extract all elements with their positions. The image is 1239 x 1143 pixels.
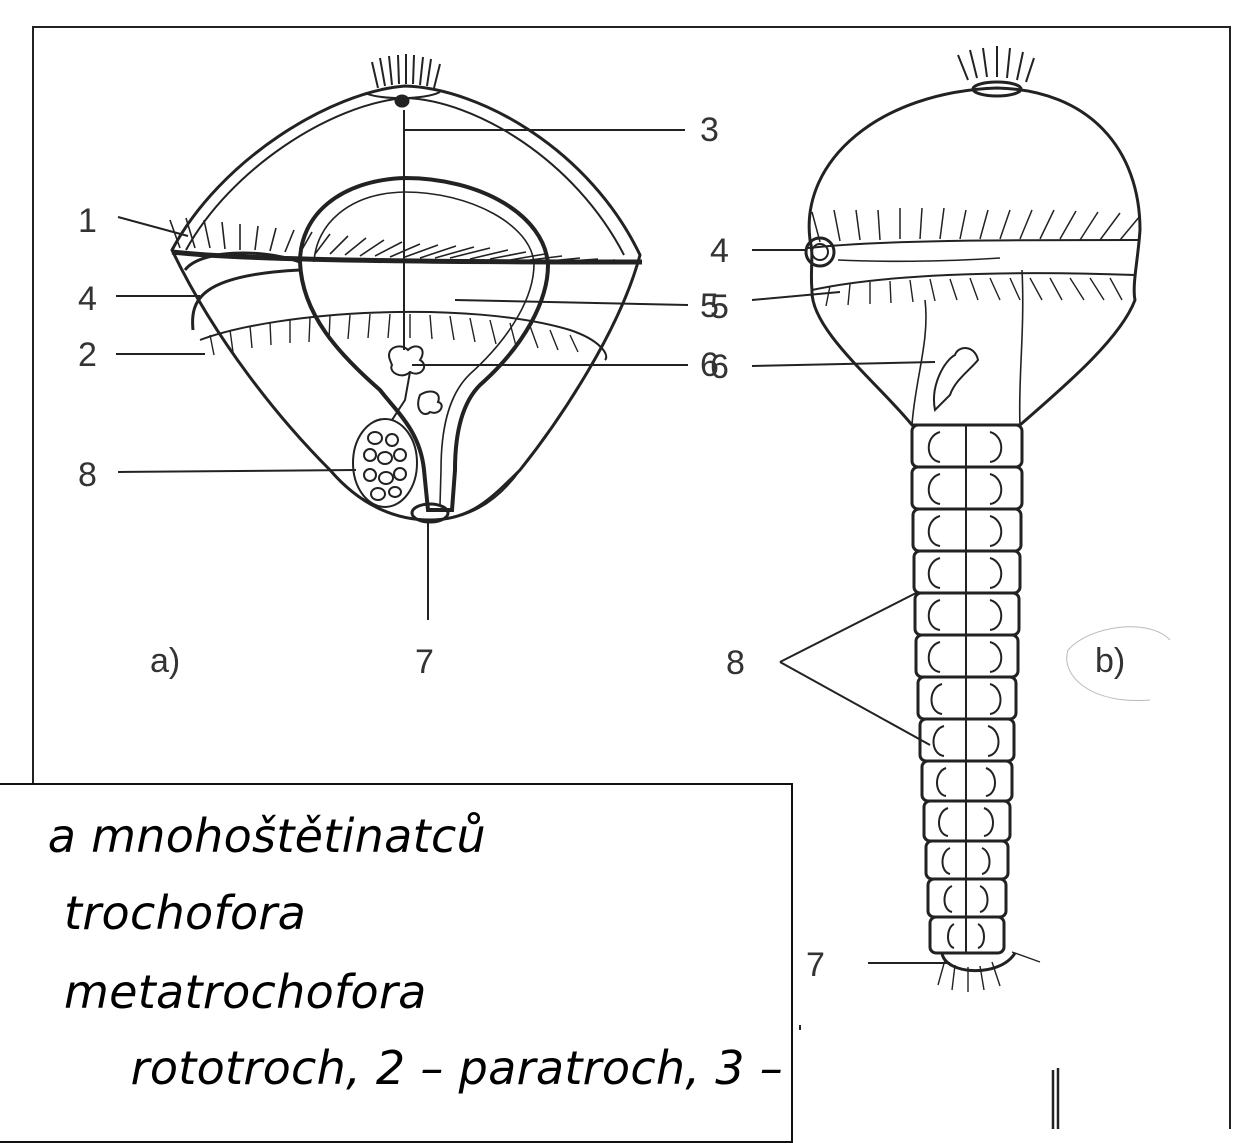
caption-line-2: trochofora (64, 886, 306, 940)
apical-tuft-b (958, 46, 1034, 82)
trochophore-drawing (170, 54, 642, 522)
caption-line-1: a mnohoštětinatců (48, 809, 486, 863)
label-a-8: 8 (78, 456, 97, 494)
label-a-4: 4 (78, 280, 97, 318)
label-a-7: 7 (415, 643, 434, 681)
label-a-2: 2 (78, 336, 97, 374)
label-b-4: 4 (710, 232, 729, 270)
label-a-1: 1 (78, 202, 97, 240)
mesoteloblast-cells-a (353, 419, 417, 507)
label-b-7: 7 (806, 946, 825, 984)
panel-a-tag: a) (150, 642, 180, 680)
stomach-a (300, 178, 548, 510)
segment-cells-b (929, 425, 1002, 953)
paratroch-cilia-b (826, 278, 1122, 306)
prototroch-cilia-b (812, 208, 1140, 242)
metatrochophore-drawing (806, 46, 1140, 992)
apical-tuft-a (372, 54, 440, 88)
head-outline-b (809, 88, 1140, 425)
leader-lines-a (116, 110, 688, 620)
label-b-6: 6 (710, 348, 729, 386)
label-b-5: 5 (710, 288, 729, 326)
caption-line-3: metatrochofora (64, 965, 427, 1019)
caption-box: a mnohoštětinatců trochofora metatrochof… (0, 783, 793, 1143)
label-b-8: 8 (726, 644, 745, 682)
leader-lines-b (752, 250, 1170, 1129)
label-a-3: 3 (700, 111, 719, 149)
panel-b-tag: b) (1095, 642, 1125, 680)
caption-line-4: rototroch, 2 – paratroch, 3 – (131, 1041, 783, 1095)
